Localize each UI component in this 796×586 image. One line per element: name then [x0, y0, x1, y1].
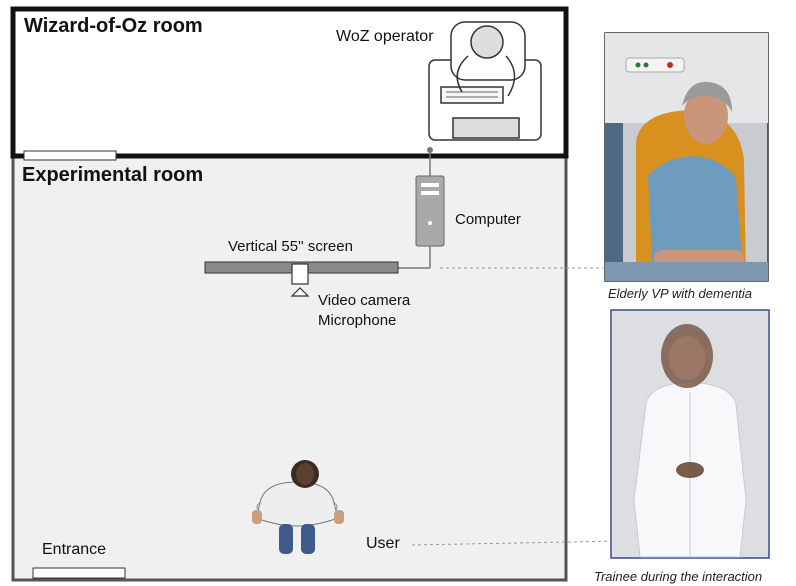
vp-caption: Elderly VP with dementia	[608, 286, 753, 301]
woz-operator-figure	[428, 21, 542, 141]
screen-label: Vertical 55'' screen	[228, 238, 353, 255]
woz-operator-label: WoZ operator	[336, 28, 434, 45]
entrance-door	[32, 567, 126, 579]
user-leader-line	[411, 540, 621, 546]
user-label: User	[366, 535, 400, 552]
computer-label: Computer	[455, 211, 521, 228]
entrance-label: Entrance	[42, 541, 107, 558]
trainee-photo	[610, 309, 770, 559]
vp-photo	[604, 32, 769, 282]
camera-label: Video camera	[318, 292, 411, 309]
microphone-label: Microphone	[318, 312, 397, 329]
user-figure	[252, 460, 344, 554]
trainee-caption: Trainee during the interaction	[594, 569, 763, 584]
experimental-room-title: Experimental room	[22, 164, 204, 186]
microphone-icon	[290, 287, 310, 297]
video-camera	[291, 263, 309, 285]
woz-room-title: Wizard-of-Oz room	[24, 15, 203, 37]
woz-door	[23, 150, 117, 161]
